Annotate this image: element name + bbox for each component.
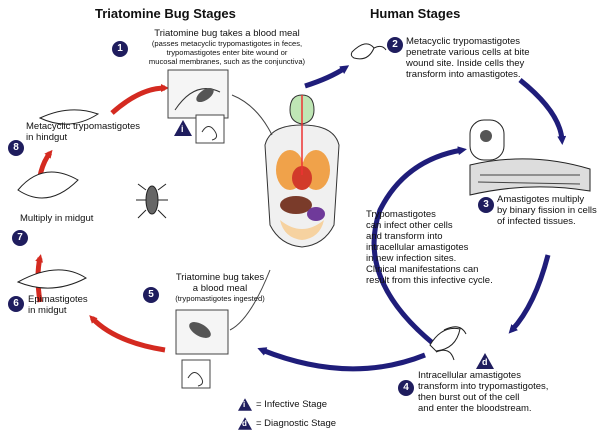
step-6-text: Epimastigotes in midgut [28,294,88,316]
bug-feeding-image-5 [175,309,229,389]
midgut-trypomastigote-icon [17,171,79,199]
step-2-badge: 2 [387,37,403,53]
trypomastigote-icon-2 [350,43,375,60]
step-1-badge: 1 [112,41,128,57]
step-5-badge: 5 [143,287,159,303]
reinfection-cycle-text: Trypomastigotes can infect other cells a… [366,209,493,286]
bug-feeding-image-1 [167,69,229,144]
step-4-text: Intracellular amastigotes transform into… [418,370,549,414]
bug-stages-header: Triatomine Bug Stages [95,6,236,21]
step-3-badge: 3 [478,197,494,213]
step-3-text: Amastigotes multiply by binary fission i… [497,194,597,227]
step-8-text: Metacyclic trypomastigotes in hindgut [26,121,141,143]
step-4-badge: 4 [398,380,414,396]
step-1-text: Triatomine bug takes a blood meal (passe… [148,28,306,66]
human-stages-header: Human Stages [370,6,461,21]
arrow-8-to-1 [110,84,169,115]
arrow-2-to-3 [518,78,567,145]
arrow-1-to-2 [304,65,350,89]
triatomine-bug-icon [136,183,168,219]
arrow-3-to-4 [508,254,551,334]
step-7-text: Multiply in midgut [20,213,94,224]
trypomastigote-burst-image [429,326,467,361]
epimastigote-icon [16,269,87,289]
arrow-5-to-6 [89,315,166,353]
diagnostic-stage-marker: d [476,353,494,374]
arrow-cycle-to-3 [371,146,467,347]
step-5-text: Triatomine bug takes a blood meal (trypo… [175,272,265,303]
hindgut-trypomastigote-icon [38,109,100,125]
step-2-text: Metacyclic trypomastigotes penetrate var… [406,36,530,80]
step-7-badge: 7 [12,230,28,246]
step-6-badge: 6 [8,296,24,312]
infected-tissue-image [469,119,591,196]
step-8-badge: 8 [8,140,24,156]
arrow-4-to-5 [257,347,426,372]
infective-stage-marker: i [174,120,192,141]
human-body-image [264,94,340,248]
